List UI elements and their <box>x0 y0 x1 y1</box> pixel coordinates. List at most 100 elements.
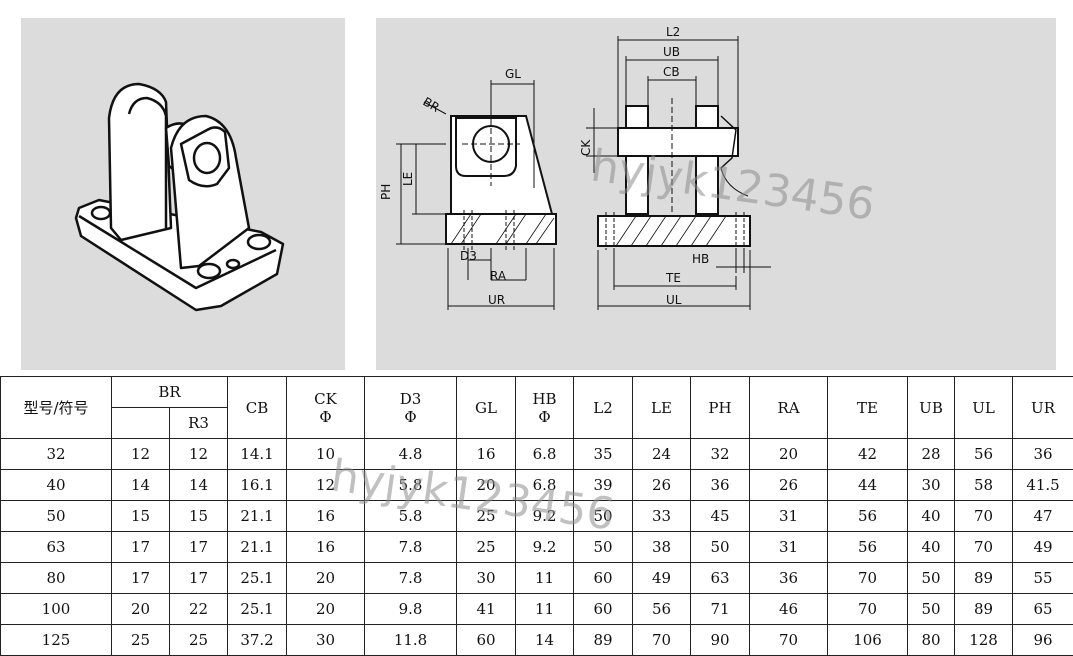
model-cell: 63 <box>0 531 112 563</box>
table-cell: 21.1 <box>227 500 288 532</box>
table-cell: 56 <box>827 531 909 563</box>
header-model: 型号/符号 <box>0 376 112 439</box>
header-l2: L2 <box>573 376 634 439</box>
table-cell: 9.2 <box>515 531 575 563</box>
dim-label-hb: HB <box>692 252 709 266</box>
table-cell: 15 <box>111 500 170 532</box>
isometric-bracket-drawing <box>74 82 285 312</box>
table-cell: 40 <box>907 500 956 532</box>
dimension-drawing-panel: GL BR PH LE D3 RA UR L2 UB CB CK HB TE U… <box>376 18 1056 370</box>
table-cell: 16.1 <box>227 469 288 501</box>
dim-label-br: BR <box>421 94 442 114</box>
front-view-base <box>597 215 751 247</box>
table-cell: 128 <box>954 624 1014 656</box>
table-cell: 16 <box>456 438 517 470</box>
table-cell: 20 <box>286 593 366 625</box>
table-cell: 58 <box>954 469 1014 501</box>
table-cell: 89 <box>954 562 1014 594</box>
header-br-blank <box>111 407 170 439</box>
table-cell: 55 <box>1012 562 1073 594</box>
dim-label-te: TE <box>665 271 681 285</box>
dim-label-cb: CB <box>663 65 680 79</box>
table-cell: 32 <box>690 438 751 470</box>
table-cell: 25 <box>456 531 517 563</box>
table-cell: 50 <box>907 593 956 625</box>
table-cell: 6.8 <box>515 438 575 470</box>
table-cell: 44 <box>827 469 909 501</box>
dim-label-ur: UR <box>488 293 505 307</box>
table-cell: 56 <box>632 593 692 625</box>
table-cell: 33 <box>632 500 692 532</box>
table-cell: 22 <box>168 593 229 625</box>
header-cb: CB <box>227 376 288 439</box>
table-cell: 14 <box>515 624 575 656</box>
dim-label-ph: PH <box>379 184 393 200</box>
table-cell: 70 <box>827 562 909 594</box>
table-cell: 12 <box>168 438 229 470</box>
table-cell: 36 <box>690 469 751 501</box>
table-cell: 37.2 <box>227 624 288 656</box>
dimension-drawing: GL BR PH LE D3 RA UR L2 UB CB CK HB TE U… <box>379 25 771 310</box>
table-cell: 49 <box>632 562 692 594</box>
table-cell: 4.8 <box>364 438 458 470</box>
table-cell: 60 <box>573 593 634 625</box>
table-cell: 20 <box>286 562 366 594</box>
header-te: TE <box>827 376 909 439</box>
model-cell: 50 <box>0 500 112 532</box>
front-view-pin <box>617 127 739 157</box>
table-cell: 15 <box>168 500 229 532</box>
dim-label-ub: UB <box>663 45 680 59</box>
model-cell: 40 <box>0 469 112 501</box>
table-cell: 20 <box>749 438 829 470</box>
table-cell: 41.5 <box>1012 469 1073 501</box>
table-cell: 90 <box>690 624 751 656</box>
table-cell: 70 <box>954 500 1014 532</box>
table-cell: 40 <box>907 531 956 563</box>
table-cell: 7.8 <box>364 562 458 594</box>
table-cell: 63 <box>690 562 751 594</box>
table-cell: 17 <box>111 531 170 563</box>
table-cell: 16 <box>286 531 366 563</box>
table-cell: 35 <box>573 438 634 470</box>
table-cell: 80 <box>907 624 956 656</box>
table-cell: 89 <box>954 593 1014 625</box>
table-cell: 49 <box>1012 531 1073 563</box>
table-cell: 30 <box>907 469 956 501</box>
table-cell: 12 <box>286 469 366 501</box>
dim-label-gl: GL <box>505 67 521 81</box>
table-cell: 89 <box>573 624 634 656</box>
header-ra: RA <box>749 376 829 439</box>
table-cell: 56 <box>827 500 909 532</box>
table-cell: 31 <box>749 531 829 563</box>
model-cell: 80 <box>0 562 112 594</box>
table-cell: 6.8 <box>515 469 575 501</box>
model-cell: 125 <box>0 624 112 656</box>
table-cell: 60 <box>573 562 634 594</box>
table-cell: 20 <box>111 593 170 625</box>
table-cell: 9.8 <box>364 593 458 625</box>
table-cell: 11 <box>515 593 575 625</box>
table-cell: 42 <box>827 438 909 470</box>
hole-center <box>225 258 241 270</box>
table-cell: 96 <box>1012 624 1073 656</box>
header-ub: UB <box>907 376 956 439</box>
header-gl: GL <box>456 376 517 439</box>
table-cell: 30 <box>456 562 517 594</box>
table-cell: 25 <box>111 624 170 656</box>
table-cell: 14 <box>111 469 170 501</box>
header-ul: UL <box>954 376 1014 439</box>
header-ur: UR <box>1012 376 1073 439</box>
table-cell: 70 <box>954 531 1014 563</box>
table-cell: 20 <box>456 469 517 501</box>
